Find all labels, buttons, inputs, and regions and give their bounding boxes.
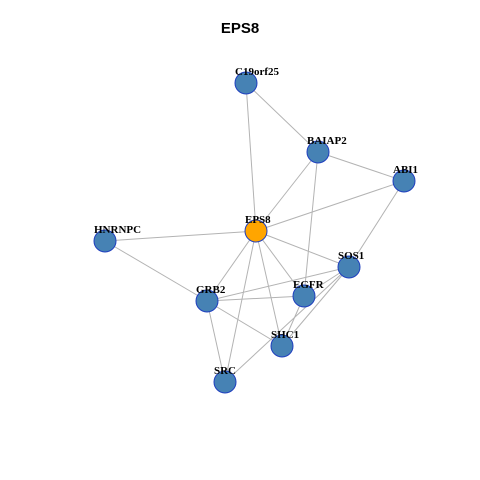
- edge-eps8-sos1: [255, 230, 350, 268]
- node-label-hnrnpc: HNRNPC: [94, 224, 141, 236]
- node-abi1: ABI1: [392, 164, 418, 193]
- graph-title: EPS8: [220, 20, 260, 37]
- edge-eps8-grb2: [206, 230, 257, 302]
- node-circle-sos1: [337, 255, 361, 279]
- edge-abi1-eps8: [255, 180, 405, 232]
- node-label-grb2: GRB2: [196, 284, 226, 296]
- node-label-egfr: EGFR: [293, 279, 325, 291]
- node-sos1: SOS1: [337, 250, 364, 279]
- node-label-eps8: EPS8: [245, 214, 271, 226]
- node-hnrnpc: HNRNPC: [93, 224, 141, 253]
- edge-c19orf25-eps8: [245, 82, 257, 232]
- edge-sos1-src: [224, 266, 350, 383]
- node-label-shc1: SHC1: [271, 329, 299, 341]
- node-circle-c19orf25: [234, 71, 258, 95]
- node-baiap2: BAIAP2: [306, 135, 347, 164]
- edge-baiap2-abi1: [317, 151, 405, 182]
- edge-grb2-src: [206, 300, 226, 383]
- node-circle-egfr: [292, 284, 316, 308]
- edge-abi1-sos1: [348, 180, 405, 268]
- node-label-c19orf25: C19orf25: [235, 66, 279, 78]
- edge-baiap2-egfr: [303, 151, 319, 297]
- node-grb2: GRB2: [195, 284, 226, 313]
- node-label-sos1: SOS1: [338, 250, 364, 262]
- node-circle-abi1: [392, 169, 416, 193]
- edge-hnrnpc-grb2: [104, 240, 208, 302]
- node-circle-hnrnpc: [93, 229, 117, 253]
- node-label-src: SRC: [214, 365, 236, 377]
- node-egfr: EGFR: [292, 279, 325, 308]
- edge-grb2-shc1: [206, 300, 283, 347]
- edge-sos1-grb2: [206, 266, 350, 302]
- edge-eps8-src: [224, 230, 257, 383]
- edge-baiap2-eps8: [255, 151, 319, 232]
- edge-eps8-shc1: [255, 230, 283, 347]
- node-shc1: SHC1: [270, 329, 299, 358]
- node-c19orf25: C19orf25: [234, 66, 279, 95]
- edge-sos1-shc1: [281, 266, 350, 347]
- node-circle-src: [213, 370, 237, 394]
- edge-eps8-hnrnpc: [104, 230, 257, 242]
- node-label-baiap2: BAIAP2: [307, 135, 347, 147]
- node-circle-shc1: [270, 334, 294, 358]
- node-src: SRC: [213, 365, 237, 394]
- node-label-abi1: ABI1: [393, 164, 418, 176]
- edge-egfr-grb2: [206, 295, 305, 302]
- node-circle-eps8: [244, 219, 268, 243]
- node-circle-grb2: [195, 289, 219, 313]
- node-circle-baiap2: [306, 140, 330, 164]
- edge-c19orf25-baiap2: [245, 82, 319, 153]
- node-eps8: EPS8: [244, 214, 271, 243]
- edge-eps8-egfr: [255, 230, 305, 297]
